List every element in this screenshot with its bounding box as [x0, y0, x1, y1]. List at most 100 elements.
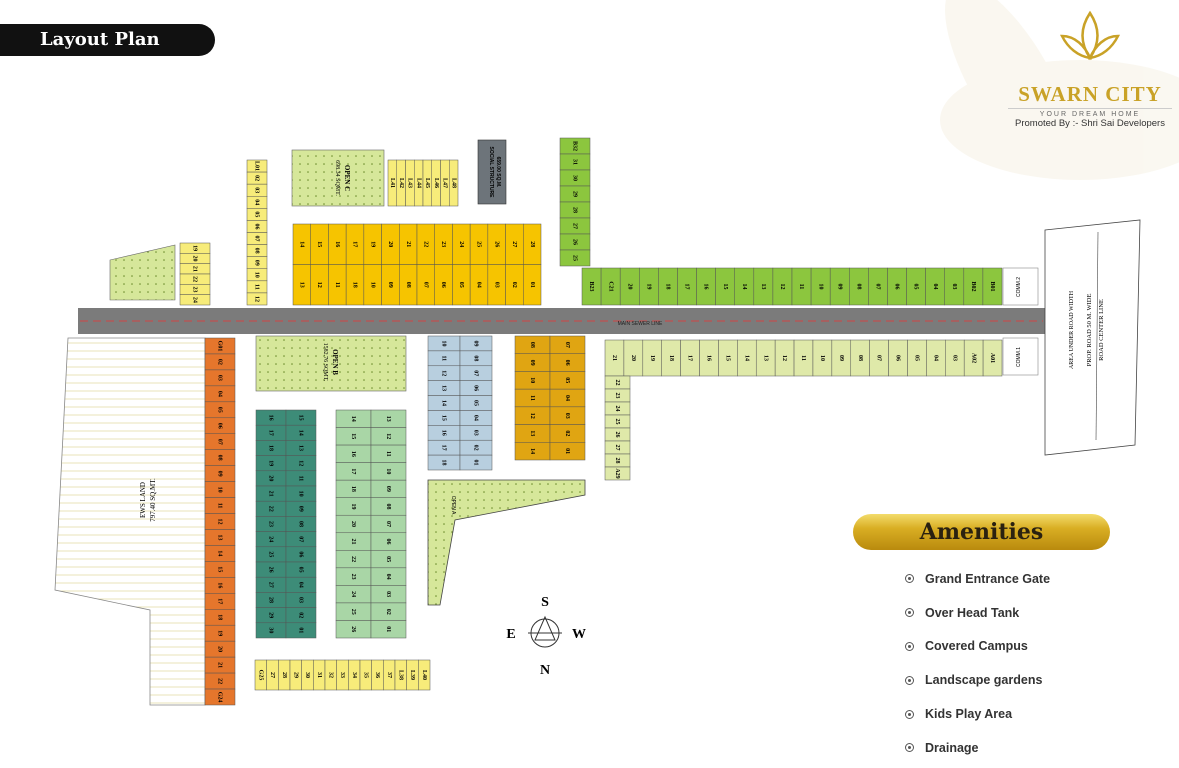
- amenity-item: Covered Campus: [905, 630, 1050, 664]
- plot-number: 35: [362, 672, 368, 678]
- compass-e: E: [506, 627, 515, 642]
- plot-number: 02: [473, 445, 479, 451]
- plot-number: 05: [473, 400, 479, 406]
- plot-number: 21: [611, 355, 617, 361]
- plot-number: 27: [269, 672, 275, 678]
- plot-number: 18: [441, 460, 447, 466]
- plot-number: 03: [298, 597, 304, 603]
- plot-number: 09: [473, 340, 479, 346]
- plot-number: B32: [572, 141, 578, 151]
- plot-number: 03: [254, 187, 260, 193]
- plot-number: 15: [217, 566, 223, 572]
- plot[interactable]: [459, 454, 493, 471]
- plot-number: 28: [529, 241, 535, 247]
- amenity-item: Drainage: [905, 731, 1050, 765]
- plot-number: 12: [779, 284, 785, 290]
- plot[interactable]: [549, 442, 586, 461]
- amenity-label: Covered Campus: [925, 639, 1028, 654]
- plot-number: 15: [441, 415, 447, 421]
- plot[interactable]: [285, 622, 317, 639]
- plot-number: 13: [441, 385, 447, 391]
- plot-number: 08: [254, 248, 260, 254]
- plot-number: 25: [268, 551, 274, 557]
- plot-number: 08: [298, 521, 304, 527]
- plot-number: 17: [684, 284, 690, 290]
- plot[interactable]: [982, 339, 1003, 377]
- plot-number: 07: [875, 284, 881, 290]
- plot[interactable]: [370, 620, 407, 639]
- compass-icon: S E W N: [506, 595, 586, 678]
- plot-number: 09: [217, 471, 223, 477]
- plot[interactable]: [246, 292, 268, 306]
- plot-number: 26: [614, 432, 620, 438]
- plot-number: 06: [298, 551, 304, 557]
- open-space-a: [427, 479, 586, 606]
- plot-number: 27: [614, 445, 620, 451]
- brand-tagline: YOUR DREAM HOME: [1008, 108, 1172, 118]
- plot-number: 19: [350, 503, 356, 509]
- open-c-area: 698.34 SQMT.: [334, 160, 340, 196]
- plot[interactable]: [982, 267, 1003, 306]
- lotus-logo-icon: [1059, 10, 1121, 61]
- plot[interactable]: [449, 159, 459, 207]
- plot-number: 08: [857, 355, 863, 361]
- plot-number: 21: [405, 241, 411, 247]
- plot-number: A01: [989, 353, 995, 363]
- plot-number: 16: [350, 451, 356, 457]
- brand-name: SWARN CITY: [1018, 82, 1162, 106]
- plot-number: 18: [350, 486, 356, 492]
- social-area: 659.00 SQ.M.: [495, 157, 501, 188]
- plot-number: 10: [819, 355, 825, 361]
- plot-number: 13: [760, 284, 766, 290]
- plot-number: L39: [409, 670, 415, 680]
- plot[interactable]: [559, 249, 591, 267]
- comm1-label: COMM.1: [1016, 347, 1022, 367]
- plot-number: 17: [350, 468, 356, 474]
- plot-number: 08: [217, 455, 223, 461]
- plot-number: 02: [564, 430, 570, 436]
- plot-number: 28: [281, 672, 287, 678]
- plot-number: 18: [668, 355, 674, 361]
- plot-number: 30: [572, 175, 578, 181]
- plot-number: 11: [800, 355, 806, 361]
- plot-number: 20: [630, 355, 636, 361]
- plot-number: 30: [304, 672, 310, 678]
- plot-number: 23: [440, 241, 446, 247]
- plot-number: C21: [607, 281, 613, 291]
- plot-number: 14: [217, 550, 223, 556]
- plot-number: 11: [217, 503, 223, 509]
- plot-number: 14: [298, 241, 304, 247]
- ews-label: EWS LAND: [139, 482, 147, 518]
- plot-number: 04: [298, 582, 304, 588]
- road-center-label: ROAD CENTER LINE: [1098, 299, 1105, 361]
- plot-number: 27: [572, 223, 578, 229]
- plot[interactable]: [604, 466, 631, 481]
- promoter: Promoted By :- Shri Sai Developers: [1015, 118, 1165, 129]
- road-width-label: PROP. ROAD 50 M. WIDE: [1086, 294, 1093, 367]
- plot[interactable]: [204, 688, 236, 706]
- plot-number: 11: [298, 476, 304, 482]
- plot[interactable]: [179, 294, 211, 306]
- plot-number: 13: [298, 282, 304, 288]
- plot-number: A29: [614, 468, 620, 478]
- plot-number: 36: [374, 672, 380, 678]
- plot-number: 08: [385, 503, 391, 509]
- plot-number: 18: [268, 445, 274, 451]
- plot-number: 05: [298, 567, 304, 573]
- plot-number: 09: [836, 284, 842, 290]
- plot[interactable]: [523, 264, 542, 306]
- plot[interactable]: [418, 659, 431, 691]
- plot-number: 22: [422, 241, 428, 247]
- plot-number: B01: [989, 281, 995, 291]
- amenity-label: Kids Play Area: [925, 707, 1013, 722]
- plot-number: 06: [217, 423, 223, 429]
- plot-number: 19: [369, 241, 375, 247]
- plot-number: 04: [385, 574, 391, 580]
- plot-number: 12: [529, 413, 535, 419]
- open-space-c: [291, 149, 385, 207]
- plot-number: 20: [350, 521, 356, 527]
